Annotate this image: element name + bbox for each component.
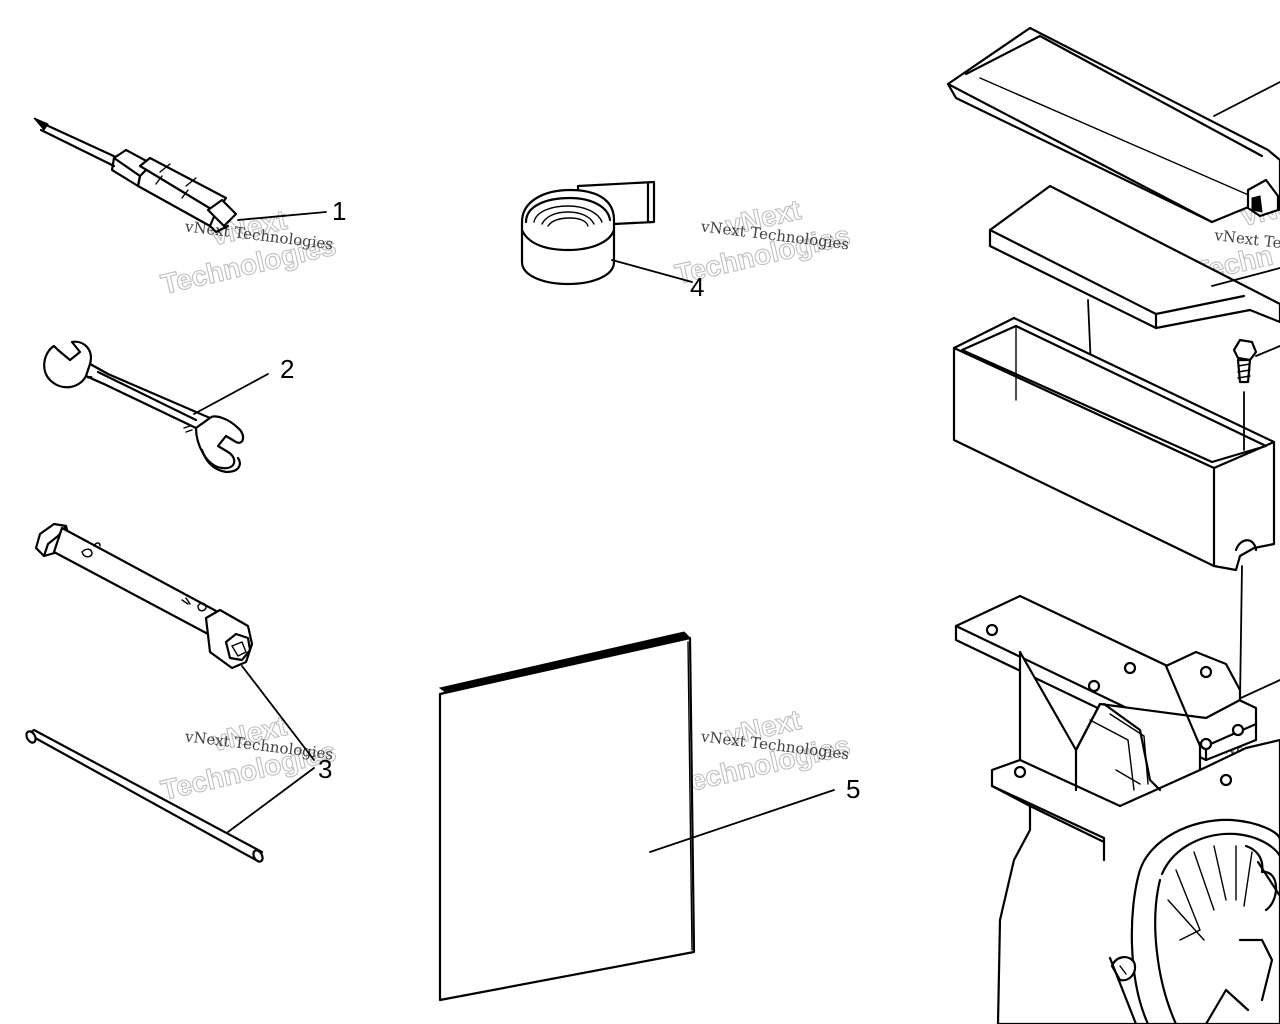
leader-line-1 (237, 211, 327, 221)
guide-line-lower (1239, 565, 1243, 701)
owners-manual-icon (438, 631, 696, 1002)
callout-4: 4 (690, 272, 704, 302)
leader-line-bolt (1255, 345, 1280, 357)
leader-line-2 (193, 373, 269, 415)
callout-3: 3 (318, 754, 332, 784)
callout-2: 2 (280, 354, 294, 384)
leader-line-lid (1213, 81, 1280, 117)
leader-line-pad (1211, 267, 1280, 287)
leader-line-3a (241, 665, 315, 761)
screwdriver-icon (33, 117, 238, 234)
callout-1: 1 (332, 196, 346, 226)
tape-roll-icon (520, 180, 656, 286)
leader-line-3b (227, 767, 315, 833)
tool-box-assembly-icon (946, 26, 1280, 1024)
tommy-bar-icon (25, 728, 264, 863)
open-end-wrench-icon (43, 340, 245, 474)
leader-line-5 (649, 789, 835, 853)
leader-line-4 (611, 259, 693, 283)
spark-plug-socket-icon (34, 522, 254, 670)
callout-5: 5 (846, 774, 860, 804)
